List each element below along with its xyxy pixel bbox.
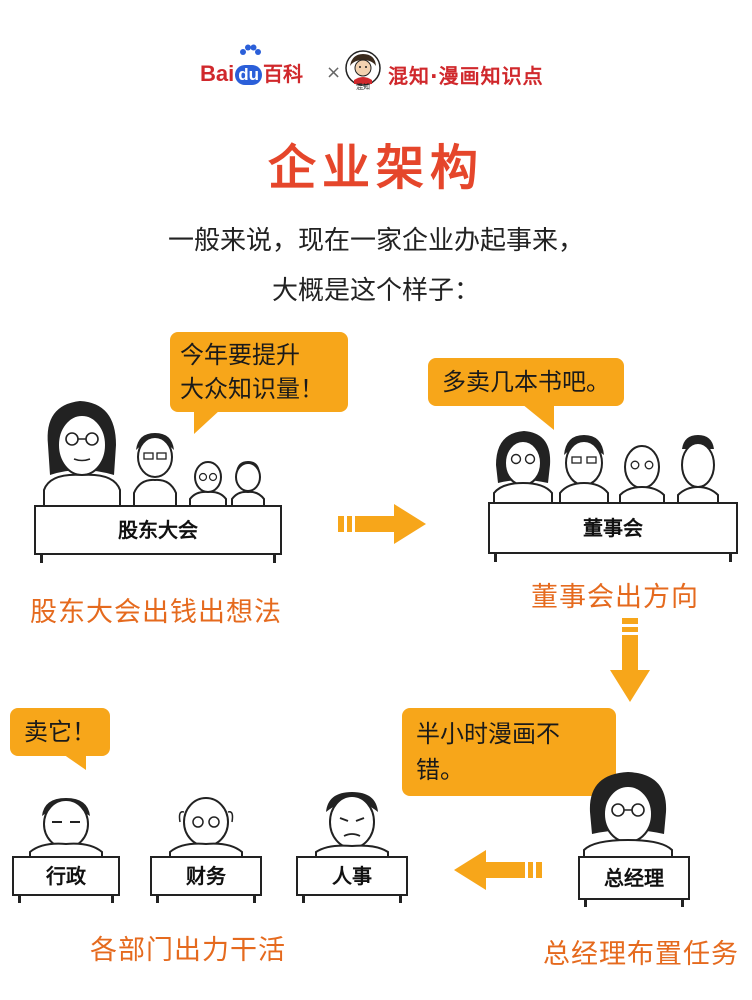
intro-line-1: 一般来说，现在一家企业办起事来， [167,226,584,256]
shareholders-speech-bubble: 今年要提升 大众知识量！ [170,332,348,412]
desk-leg [399,896,402,903]
finance-desk-label: 财务 [186,864,226,888]
admin-desk: 行政 [12,856,120,896]
hunzhi-logo-text: 混知 [356,82,370,90]
intro-line-2: 大概是这个样子： [271,276,480,306]
baidu-baike-text: 百科 [263,62,304,86]
baidu-text: Bai [200,61,235,86]
desk-leg [18,896,21,903]
desk-leg [494,554,497,562]
board-bubble-text: 多卖几本书吧。 [442,368,610,396]
finance-desk: 财务 [150,856,262,896]
arrow-right-icon [338,504,426,544]
desk-leg [40,555,43,563]
gm-bubble-text: 半小时漫画不错。 [416,720,560,784]
desk-leg [729,554,732,562]
gm-speech-bubble: 半小时漫画不错。 [402,708,616,796]
baidu-du-badge: du [235,65,263,85]
department-staff [29,792,389,863]
admin-desk-label: 行政 [46,864,86,888]
times-symbol: × [326,62,342,83]
arrow-left-icon [454,850,542,890]
desk-leg [273,555,276,563]
desk-leg [302,896,305,903]
desk-leg [111,896,114,903]
board-desk: 董事会 [488,502,738,554]
gm-person [583,772,673,861]
board-speech-bubble: 多卖几本书吧。 [428,358,624,406]
hr-desk: 人事 [296,856,408,896]
shareholders-people [43,401,265,511]
desk-leg [584,900,587,907]
hunzhi-avatar-logo: 混知 [345,50,381,90]
page-title: 企业架构 [267,140,484,196]
shareholders-desk: 股东大会 [34,505,282,555]
gm-desk: 总经理 [578,856,690,900]
shareholders-caption: 股东大会出钱出想法 [30,597,282,628]
board-people [493,431,719,506]
gm-bubble-tail [526,762,570,788]
shareholders-desk-label: 股东大会 [118,518,198,542]
departments-bubble-text: 卖它！ [24,718,96,746]
board-bubble-tail [522,404,554,430]
hunzhi-title: 混知·漫画知识点 [388,64,544,88]
shareholders-bubble-line-2: 大众知识量！ [180,375,324,403]
gm-caption: 总经理布置任务 [543,939,739,970]
arrow-down-icon [610,618,650,702]
paw-icon [240,44,261,55]
hr-desk-label: 人事 [332,864,372,888]
desk-leg [681,900,684,907]
board-caption: 董事会出方向 [531,582,699,613]
departments-bubble-tail [60,752,86,770]
departments-speech-bubble: 卖它！ [10,708,110,756]
desk-leg [253,896,256,903]
shareholders-bubble-line-1: 今年要提升 [180,341,300,369]
desk-leg [156,896,159,903]
shareholders-bubble-tail [194,410,220,434]
gm-desk-label: 总经理 [604,866,664,890]
departments-caption: 各部门出力干活 [90,935,286,966]
board-desk-label: 董事会 [583,516,643,540]
